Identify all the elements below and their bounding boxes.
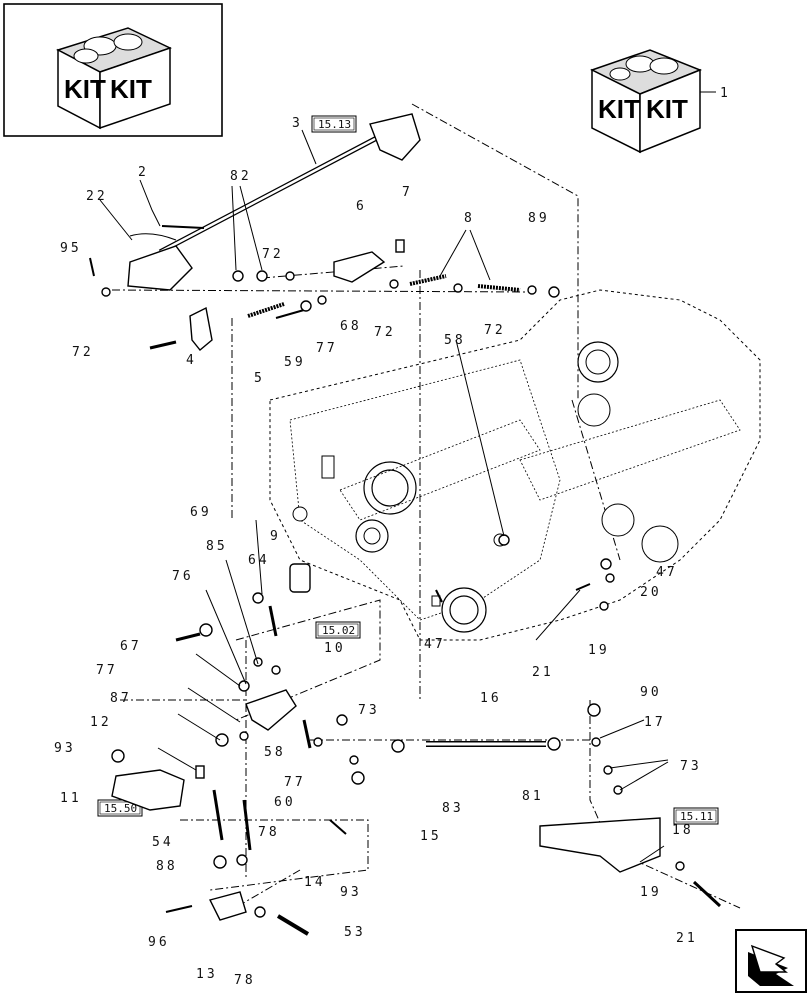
- part-callout-number: 73: [680, 759, 702, 774]
- part-callout-number: 93: [54, 741, 76, 756]
- kit-box-icon-inset: KIT KIT: [56, 27, 172, 130]
- part-callout-number: 54: [152, 835, 174, 850]
- part-callout-number: 22: [86, 189, 108, 204]
- part-callout-number: 73: [358, 703, 380, 718]
- part-callout-number: 53: [344, 925, 366, 940]
- hardware-parts: [89, 225, 722, 936]
- part-callout-number: 21: [532, 665, 554, 680]
- part-callout-number: 90: [640, 685, 662, 700]
- part-callout-number: 93: [340, 885, 362, 900]
- leader-lines: [99, 129, 669, 863]
- part-callout-number: 14: [304, 875, 326, 890]
- callout-kit: 1: [720, 86, 731, 101]
- part-callout-number: 19: [588, 643, 610, 658]
- reference-box-15-13[interactable]: 15.13: [311, 115, 357, 133]
- part-callout-number: 72: [484, 323, 506, 338]
- part-callout-number: 9: [270, 529, 281, 544]
- part-callout-number: 17: [644, 715, 666, 730]
- part-callout-number: 58: [444, 333, 466, 348]
- part-callout-number: 7: [402, 185, 413, 200]
- part-callout-number: 20: [640, 585, 662, 600]
- part-callout-number: 2: [138, 165, 149, 180]
- kit-left-label: KIT: [64, 74, 106, 104]
- part-callout-number: 10: [324, 641, 346, 656]
- part-callout-number: 77: [96, 663, 118, 678]
- part-callout-number: 72: [262, 247, 284, 262]
- part-callout-number: 78: [234, 973, 256, 988]
- kit-right-box-left-label: KIT: [598, 94, 640, 124]
- part-callout-number: 76: [172, 569, 194, 584]
- part-callout-number: 77: [316, 341, 338, 356]
- part-callout-number: 15: [420, 829, 442, 844]
- kit-inset-frame: [3, 3, 223, 137]
- part-callout-number: 13: [196, 967, 218, 982]
- part-callout-number: 69: [190, 505, 212, 520]
- part-callout-number: 11: [60, 791, 82, 806]
- part-callout-number: 6: [356, 199, 367, 214]
- part-callout-number: 4: [186, 353, 197, 368]
- part-callout-number: 5: [254, 371, 265, 386]
- part-callout-number: 81: [522, 789, 544, 804]
- kit-box-icon: KIT KIT: [590, 49, 716, 154]
- part-callout-number: 68: [340, 319, 362, 334]
- svg-text:15.50: 15.50: [104, 802, 137, 815]
- part-callout-number: 85: [206, 539, 228, 554]
- part-callout-number: 87: [110, 691, 132, 706]
- part-callout-number: 72: [374, 325, 396, 340]
- part-callout-number: 77: [284, 775, 306, 790]
- svg-text:15.13: 15.13: [318, 118, 351, 131]
- part-callout-number: 47: [656, 565, 678, 580]
- part-callout-number: 78: [258, 825, 280, 840]
- part-callout-number: 58: [264, 745, 286, 760]
- part-callout-number: 19: [640, 885, 662, 900]
- gearbox-housing: [269, 289, 761, 641]
- reference-box-15-02[interactable]: 15.02: [315, 621, 361, 639]
- part-callout-number: 60: [274, 795, 296, 810]
- part-callout-number: 3: [292, 116, 303, 131]
- part-callout-number: 47: [424, 637, 446, 652]
- part-callout-number: 72: [72, 345, 94, 360]
- part-callout-number: 67: [120, 639, 142, 654]
- part-callout-number: 95: [60, 241, 82, 256]
- part-callout-number: 88: [156, 859, 178, 874]
- part-callout-number: 59: [284, 355, 306, 370]
- part-callout-number: 83: [442, 801, 464, 816]
- part-callout-number: 82: [230, 169, 252, 184]
- part-callout-number: 18: [672, 823, 694, 838]
- part-callout-number: 89: [528, 211, 550, 226]
- part-callout-number: 8: [464, 211, 475, 226]
- part-callout-number: 64: [248, 553, 270, 568]
- part-3-control-rod[interactable]: [127, 113, 421, 291]
- part-callout-number: 16: [480, 691, 502, 706]
- reference-box-15-50[interactable]: 15.50: [97, 799, 143, 817]
- part-callout-number: 96: [148, 935, 170, 950]
- part-callout-number: 12: [90, 715, 112, 730]
- part-callout-number: 21: [676, 931, 698, 946]
- reference-box-15-11[interactable]: 15.11: [673, 807, 719, 825]
- next-page-arrow-icon[interactable]: [735, 929, 807, 993]
- kit-right-label: KIT: [110, 74, 152, 104]
- svg-text:15.02: 15.02: [322, 624, 355, 637]
- svg-text:15.11: 15.11: [680, 810, 713, 823]
- kit-right-box-right-label: KIT: [646, 94, 688, 124]
